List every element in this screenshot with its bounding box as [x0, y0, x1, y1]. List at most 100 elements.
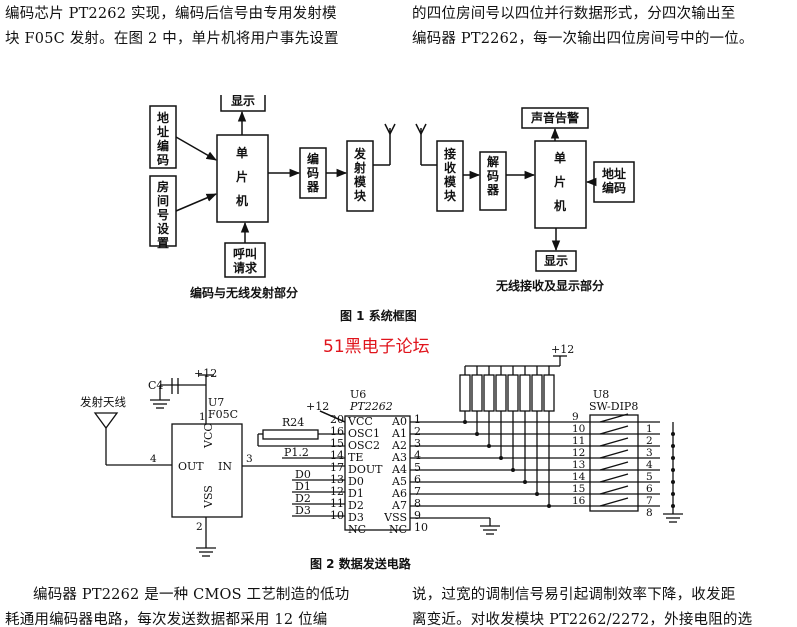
tx-module-label: 发射模块 [353, 146, 367, 203]
u6-pin-number: 13 [330, 473, 344, 486]
dip-right-pin-number: 1 [646, 423, 653, 435]
p12-label: P1.2 [284, 446, 309, 459]
system-block-diagram: 地址编码 房间号设置 显示 单片机 呼叫请求 编码器 发射模块 接收模块 解码器… [149, 95, 635, 278]
u6-pin-number: 17 [330, 461, 344, 474]
net-d2: D2 [295, 492, 311, 505]
net-d1: D1 [295, 480, 311, 493]
plus12-mid-label: +12 [306, 400, 329, 413]
u6-pin-nc-label: NC [348, 523, 366, 536]
f05c-pin-4: 4 [150, 453, 157, 465]
f05c-vss: VSS [202, 485, 215, 509]
u6-pin-number: 11 [330, 497, 344, 510]
dip-left-pin-number: 12 [572, 447, 585, 459]
paragraph-top-right-line1: 的四位房间号以四位并行数据形式，分四次输出至 [412, 6, 736, 22]
plus12-right-label: +12 [551, 343, 574, 356]
u6-label: U6 [350, 388, 366, 401]
antenna-label: 发射天线 [80, 395, 126, 409]
u6-pin-nc-label: NC [389, 523, 407, 536]
room-set-label: 房间号设置 [157, 179, 170, 250]
u6-pin-a5-label: A5 [391, 475, 407, 488]
paragraph-bottom-left-line1: 编码器 PT2262 是一种 CMOS 工艺制造的低功 [33, 587, 350, 603]
u6-pin-d2-label: D2 [348, 499, 364, 512]
dip-left-pin-number: 10 [572, 423, 585, 435]
data-transmit-circuit: 发射天线 C4 +12 U7 F05C 1 4 3 2 VCC OUT IN V… [80, 343, 683, 557]
f05c-vcc: VCC [202, 423, 215, 449]
paragraph-top-left-line2: 块 F05C 发射。在图 2 中，单片机将用户事先设置 [5, 31, 339, 47]
u6-pin-number: 9 [414, 509, 421, 522]
u6-pin-a7-label: A7 [391, 499, 407, 512]
dip-left-pin-number: 13 [572, 459, 585, 471]
u6-pin-number: 6 [414, 473, 421, 486]
u6-pin-number: 15 [330, 437, 344, 450]
u6-pin-number: 1 [414, 413, 421, 426]
f05c-pin-1: 1 [199, 411, 206, 423]
net-d3: D3 [295, 504, 311, 517]
f05c-out: OUT [178, 460, 204, 473]
u6-pin-number: 4 [414, 449, 421, 462]
u6-pin-number: 8 [414, 497, 421, 510]
c4-label: C4 [148, 379, 163, 392]
r24-label: R24 [282, 416, 304, 429]
plus12-left-label: +12 [194, 367, 217, 380]
addr-code-left-label: 地址编码 [156, 110, 169, 167]
u6-pin-osc2-label: OSC2 [348, 439, 380, 452]
u6-pin-a2-label: A2 [391, 439, 407, 452]
u6-pin-vss-label: VSS [383, 511, 407, 524]
u6-pin-number: 7 [414, 485, 421, 498]
u7-label: U7 [208, 396, 224, 409]
u6-pin-a3-label: A3 [391, 451, 407, 464]
dip-right-pin-number: 8 [646, 507, 653, 519]
f05c-in: IN [218, 460, 232, 473]
sound-alarm-label: 声音告警 [530, 110, 579, 125]
u6-pin-number: 16 [330, 425, 344, 438]
sw-dip-label: SW-DIP8 [589, 400, 638, 413]
rx-module-label: 接收模块 [444, 146, 457, 203]
dip-right-pin-number: 2 [646, 435, 653, 447]
u6-pin-number: 12 [330, 485, 344, 498]
u6-pin-d1-label: D1 [348, 487, 364, 500]
net-d0: D0 [295, 468, 311, 481]
forum-watermark: 51黑电子论坛 [323, 337, 430, 357]
paragraph-bottom-left-line2: 耗通用编码器电路，每次发送数据都采用 12 位编 [5, 612, 328, 627]
fig1-left-part-label: 编码与无线发射部分 [190, 286, 299, 300]
dip-right-pin-number: 7 [646, 495, 653, 507]
dip-left-pin-number: 14 [572, 471, 586, 483]
dip-right-pin-number: 4 [646, 459, 653, 471]
pt2262-label: PT2262 [349, 400, 393, 413]
fig1-caption: 图 1 系统框图 [340, 309, 417, 323]
addr-code-right-label: 地址编码 [601, 166, 626, 195]
u8-label: U8 [593, 388, 609, 401]
paragraph-top-left-line1: 编码芯片 PT2262 实现，编码后信号由专用发射模 [5, 6, 337, 22]
paragraph-bottom-right-line1: 说，过宽的调制信号易引起调制效率下降，收发距 [412, 587, 736, 603]
mcu-right-label: 单片机 [554, 150, 566, 213]
u6-pin-number: 14 [330, 449, 344, 462]
fig2-caption: 图 2 数据发送电路 [310, 557, 411, 571]
u6-pin-number: 20 [330, 413, 344, 426]
u6-pin-a4-label: A4 [391, 463, 407, 476]
dip-left-pin-number: 15 [572, 483, 585, 495]
mcu-left-label: 单片机 [236, 145, 248, 208]
decoder-label: 解码器 [486, 154, 500, 197]
u6-pin-vcc-label: VCC [347, 415, 373, 428]
u6-pin-d3-label: D3 [348, 511, 364, 524]
u6-pin-d0-label: D0 [348, 475, 364, 488]
fig1-right-part-label: 无线接收及显示部分 [496, 279, 605, 293]
u6-pin-number: 10 [330, 509, 344, 522]
dip-right-pin-number: 3 [646, 447, 653, 459]
f05c-pin-3: 3 [246, 453, 253, 465]
u6-pin-te-label: TE [348, 451, 363, 464]
f05c-label: F05C [208, 408, 238, 421]
u6-pin-dout-label: DOUT [348, 463, 383, 476]
u6-pin-number: 5 [414, 461, 421, 474]
u6-pin-number: 2 [414, 425, 421, 438]
u6-left-pins: VCC20OSC116OSC215TE14DOUT17D013D112D211D… [330, 413, 383, 536]
dip-left-pin-number: 11 [572, 435, 585, 447]
dip-left-pin-number: 9 [572, 411, 579, 423]
call-request-label: 呼叫请求 [233, 246, 258, 275]
paragraph-bottom-right-line2: 离变近。对收发模块 PT2262/2272，外接电阻的选 [412, 612, 753, 627]
u6-pin-a0-label: A0 [391, 415, 407, 428]
f05c-pin-2: 2 [196, 521, 203, 533]
display-right-label: 显示 [544, 254, 568, 268]
